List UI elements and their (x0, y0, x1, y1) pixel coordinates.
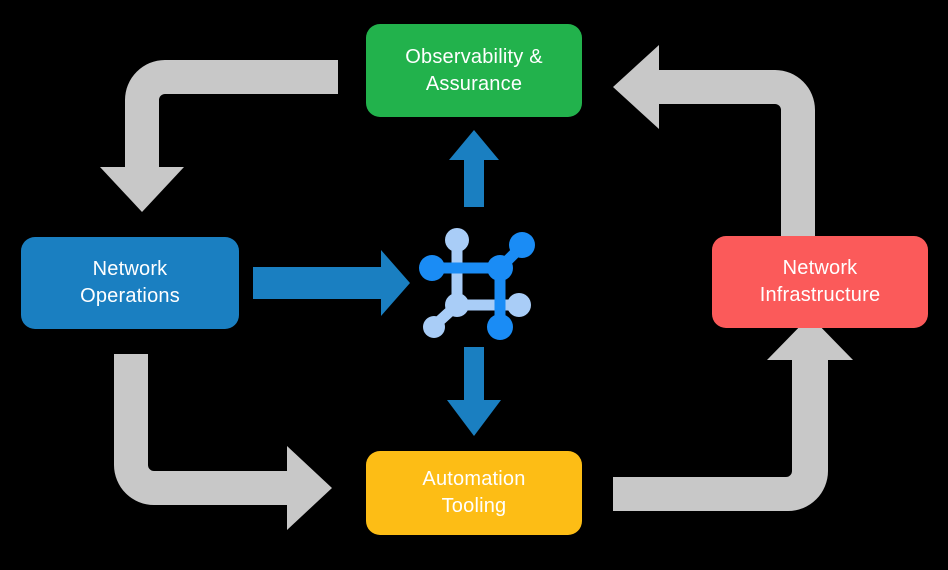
topology-nodes-dark (419, 232, 535, 340)
node-box-network-infrastructure[interactable]: Network Infrastructure (712, 236, 928, 328)
node-box-automation-tooling[interactable]: Automation Tooling (366, 451, 582, 535)
gray-arrow-automation-tooling-to-network-infrastructure (613, 316, 853, 511)
network-topology-icon (419, 228, 535, 340)
gray-arrow-observability-to-network-operations (100, 60, 338, 212)
node-box-network-operations[interactable]: Network Operations (21, 237, 239, 329)
node-box-observability[interactable]: Observability & Assurance (366, 24, 582, 117)
gray-arrow-network-infrastructure-to-observability (613, 45, 815, 242)
blue-arrow-operations-to-center (253, 250, 410, 316)
blue-arrow-center-to-observability (449, 130, 499, 207)
topology-nodes-light (423, 228, 531, 338)
gray-arrow-network-operations-to-automation-tooling (114, 354, 332, 530)
blue-arrow-center-to-automation-tooling (447, 347, 501, 436)
